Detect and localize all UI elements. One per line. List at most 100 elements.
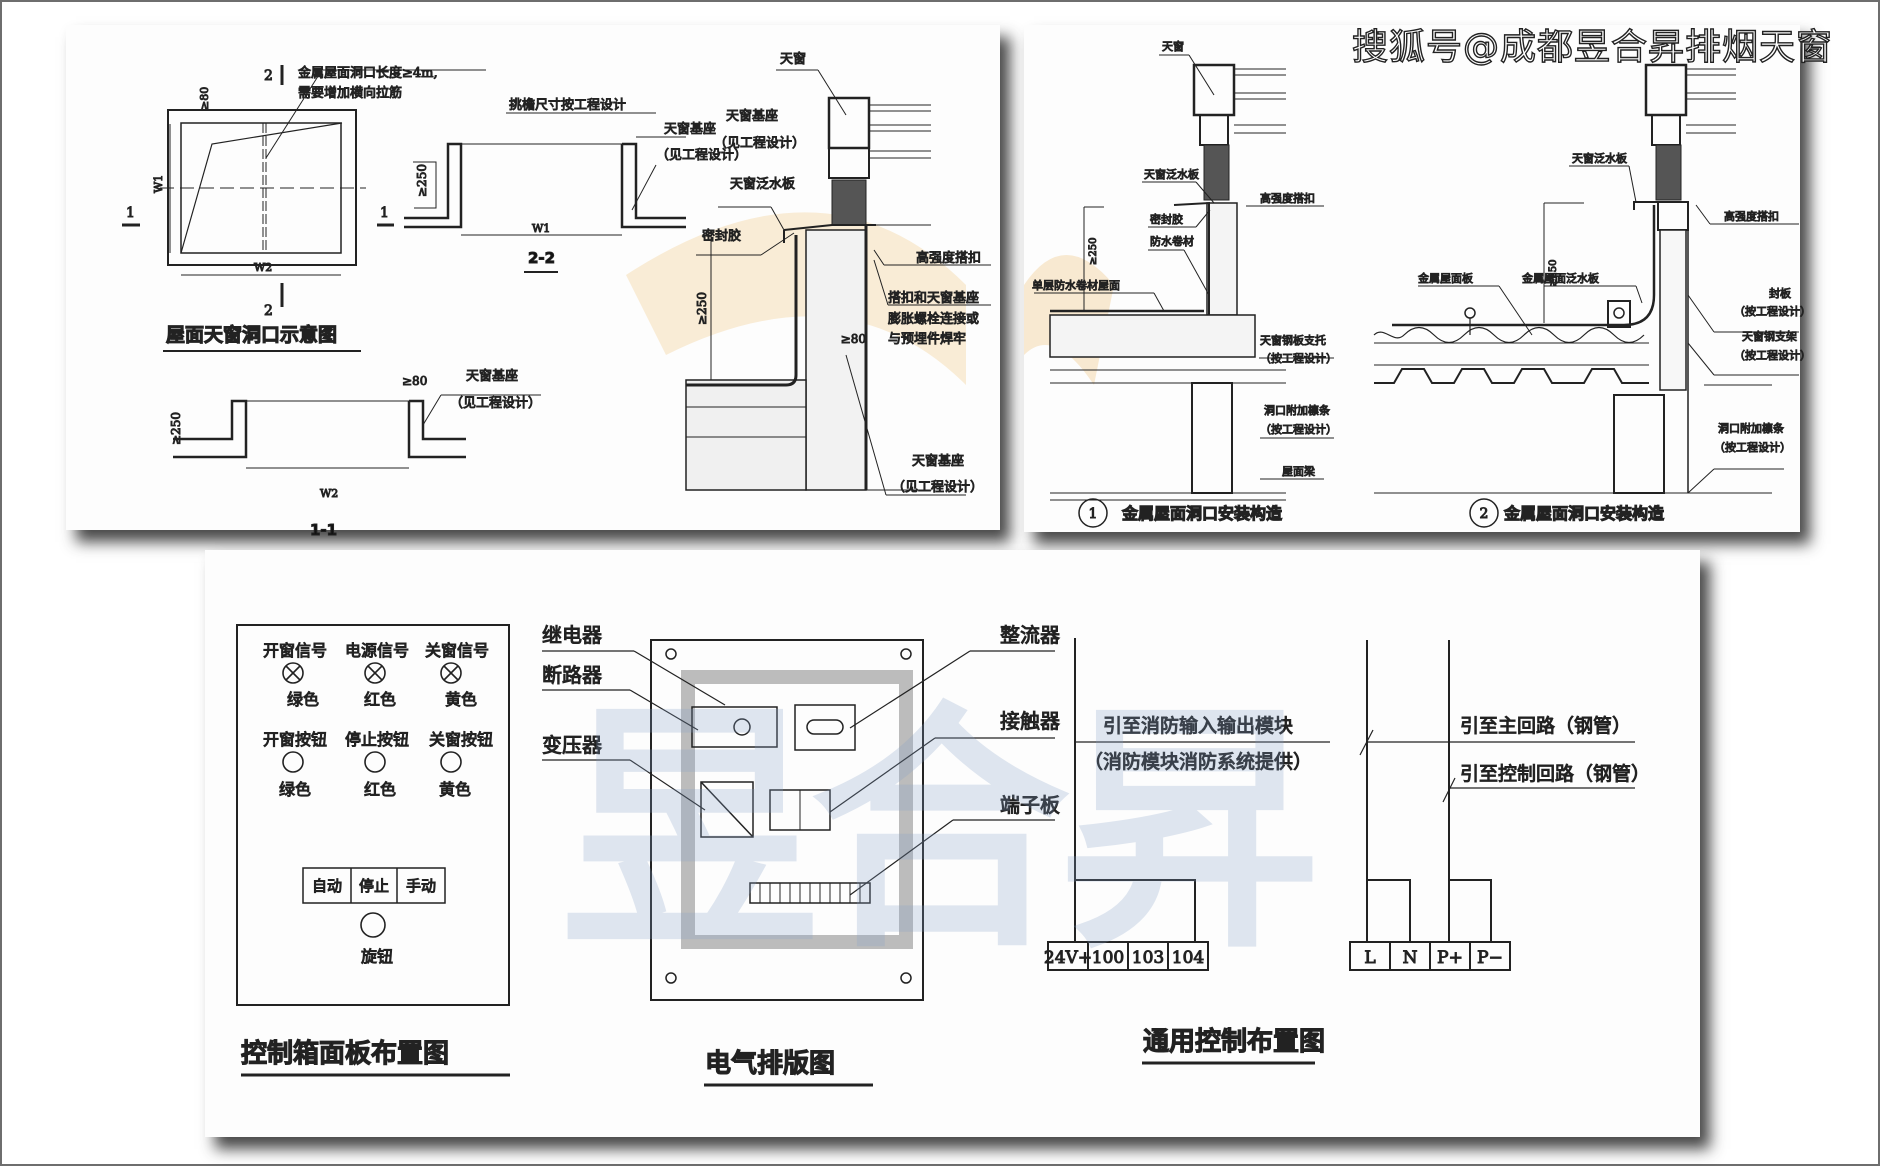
relay-label: 继电器: [542, 623, 602, 647]
detail-2-drawing: [1373, 63, 1799, 494]
wiring-title: 通用控制布置图: [1143, 1027, 1325, 1057]
detail-dim-80: ≥80: [841, 332, 866, 346]
d1-membrane-label: 防水卷材: [1150, 234, 1194, 248]
mode-manual: 手动: [406, 877, 436, 895]
fire-module-line2: （消防模块消防系统提供）: [1084, 751, 1312, 773]
detail-fix-line3: 与预埋件焊牢: [888, 331, 966, 347]
plan-section-1-left: 1: [126, 205, 135, 221]
detail-base-label2: 天窗基座: [912, 453, 964, 469]
detail-fix-line1: 搭扣和天窗基座: [888, 290, 979, 306]
d2-purlin-note: （按工程设计）: [1714, 440, 1791, 454]
section-1-1-dim-250: ≥250: [169, 412, 183, 445]
button-stop-label: 停止按钮: [345, 730, 409, 749]
section-2-2-eave-note: 挑檐尺寸按工程设计: [509, 98, 626, 113]
control-panel-face: [236, 624, 510, 1006]
rectifier-label: 整流器: [1000, 623, 1060, 647]
d2-bracket-label: 天窗钢支架: [1742, 329, 1797, 343]
section-2-2-dim-250: ≥250: [415, 164, 429, 197]
d2-flashing-label: 天窗泛水板: [1572, 151, 1627, 165]
control-layout-panel: 开窗信号 电源信号 关窗信号 绿色 红色 黄色 开窗按钮 停止按钮 关窗按钮 绿…: [205, 550, 1700, 1137]
terminal-l: L: [1364, 948, 1375, 968]
electrical-layout-drawing: [542, 639, 1055, 1001]
detail-flashing-label: 天窗泛水板: [730, 176, 795, 192]
detail-1-drawing: [1034, 54, 1334, 501]
terminal-104: 104: [1172, 948, 1204, 968]
mode-auto: 自动: [312, 877, 342, 895]
metal-roof-detail-panel: 天窗 天窗泛水板 密封胶 防水卷材 高强度搭扣 单层防水卷材屋面 ≥250 天窗…: [1024, 25, 1812, 532]
signal-power-color: 红色: [364, 690, 396, 709]
skylight-opening-panel: 金属屋面洞口长度≥4m, 需要增加横向拉筋 ≥80 W1 W2 1 1 2 2 …: [66, 25, 1000, 540]
plan-note-line2: 需要增加横向拉筋: [298, 85, 402, 101]
plan-w2: W2: [254, 261, 272, 274]
main-circuit-label: 引至主回路（钢管）: [1460, 715, 1631, 737]
d1-skylight-label: 天窗: [1162, 39, 1184, 53]
button-close-color: 黄色: [439, 780, 471, 799]
d2-clip-label: 高强度搭扣: [1724, 209, 1779, 223]
terminal-24v: 24V+: [1044, 948, 1092, 968]
panel-a-drawing: 金属屋面洞口长度≥4m, 需要增加横向拉筋 ≥80 W1 W2 1 1 2 2 …: [122, 51, 991, 540]
d1-title: 金属屋面洞口安装构造: [1121, 504, 1283, 523]
signal-open-color: 绿色: [287, 690, 319, 709]
d2-seal-board-note: （按工程设计）: [1734, 304, 1811, 318]
fire-module-line1: 引至消防输入输出模块: [1103, 715, 1293, 737]
terminal-100: 100: [1092, 948, 1124, 968]
breaker-label: 断路器: [542, 663, 602, 687]
source-watermark: 搜狐号@成都昱合昇排烟天窗: [1351, 26, 1834, 68]
skylight-base-detail-drawing: [685, 69, 991, 496]
panel-b-drawing: 天窗 天窗泛水板 密封胶 防水卷材 高强度搭扣 单层防水卷材屋面 ≥250 天窗…: [1024, 39, 1812, 528]
d2-purlin-label: 洞口附加檩条: [1718, 421, 1784, 435]
d1-purlin-note: （按工程设计）: [1260, 422, 1337, 436]
plan-section-2-top: 2: [264, 68, 273, 84]
knob-label: 旋钮: [361, 947, 393, 966]
plan-section-2-bottom: 2: [264, 303, 273, 319]
d1-beam-label: 屋面梁: [1282, 464, 1315, 478]
detail-clip-label: 高强度搭扣: [916, 250, 981, 266]
detail-base-note: （见工程设计）: [714, 136, 805, 151]
control-panel-title: 控制箱面板布置图: [241, 1038, 449, 1069]
signal-close-label: 关窗信号: [425, 641, 489, 660]
panel-c-drawing: 开窗信号 电源信号 关窗信号 绿色 红色 黄色 开窗按钮 停止按钮 关窗按钮 绿…: [236, 623, 1651, 1087]
d1-number-circle: [1078, 498, 1108, 528]
section-1-1-base-label: 天窗基座: [466, 368, 518, 384]
button-close-label: 关窗按钮: [429, 730, 493, 749]
section-1-1-base-note: （见工程设计）: [450, 396, 541, 411]
terminal-p-minus: P−: [1477, 948, 1503, 968]
d2-seal-board-label: 封板: [1769, 286, 1791, 300]
d2-number-circle: [1469, 498, 1499, 528]
d1-flashing-label: 天窗泛水板: [1144, 167, 1199, 181]
wiring-layout-drawing: [1047, 638, 1635, 971]
signal-power-label: 电源信号: [345, 641, 409, 660]
d2-number: 2: [1480, 506, 1489, 522]
d1-clip-label: 高强度搭扣: [1260, 191, 1315, 205]
plan-section-1-right: 1: [380, 205, 389, 221]
section-1-1-drawing: [173, 394, 541, 469]
section-1-1-title: 1-1: [310, 521, 337, 539]
d2-metal-flashing-label: 金属屋面泛水板: [1522, 271, 1599, 285]
d1-roof-label: 单层防水卷材屋面: [1032, 278, 1120, 292]
d2-title: 金属屋面洞口安装构造: [1503, 504, 1665, 523]
detail-dim-250: ≥250: [695, 292, 709, 325]
d2-dim-250: ≥250: [1548, 260, 1559, 287]
section-2-2-w1: W1: [532, 222, 550, 235]
detail-base-note2: （见工程设计）: [892, 480, 983, 495]
d1-dim-250: ≥250: [1088, 238, 1099, 265]
d1-number: 1: [1089, 506, 1098, 522]
section-1-1-dim-80: ≥80: [402, 374, 427, 388]
d1-purlin-label: 洞口附加檩条: [1264, 403, 1330, 417]
signal-open-label: 开窗信号: [263, 641, 327, 660]
section-2-2-base-note: （见工程设计）: [656, 148, 747, 163]
contactor-label: 接触器: [1000, 709, 1060, 733]
plan-dim-80: ≥80: [198, 87, 211, 110]
terminal-103: 103: [1132, 948, 1164, 968]
detail-base-label: 天窗基座: [726, 108, 778, 124]
button-open-label: 开窗按钮: [263, 730, 327, 749]
transformer-label: 变压器: [542, 733, 602, 757]
d1-support-label: 天窗钢板支托: [1260, 333, 1326, 347]
section-1-1-w2: W2: [320, 487, 338, 500]
electrical-title: 电气排版图: [705, 1048, 835, 1079]
section-2-2-title: 2-2: [528, 249, 555, 267]
plan-note-line1: 金属屋面洞口长度≥4m,: [298, 65, 438, 81]
control-circuit-label: 引至控制回路（钢管）: [1460, 763, 1650, 785]
detail-skylight-label: 天窗: [780, 51, 806, 67]
